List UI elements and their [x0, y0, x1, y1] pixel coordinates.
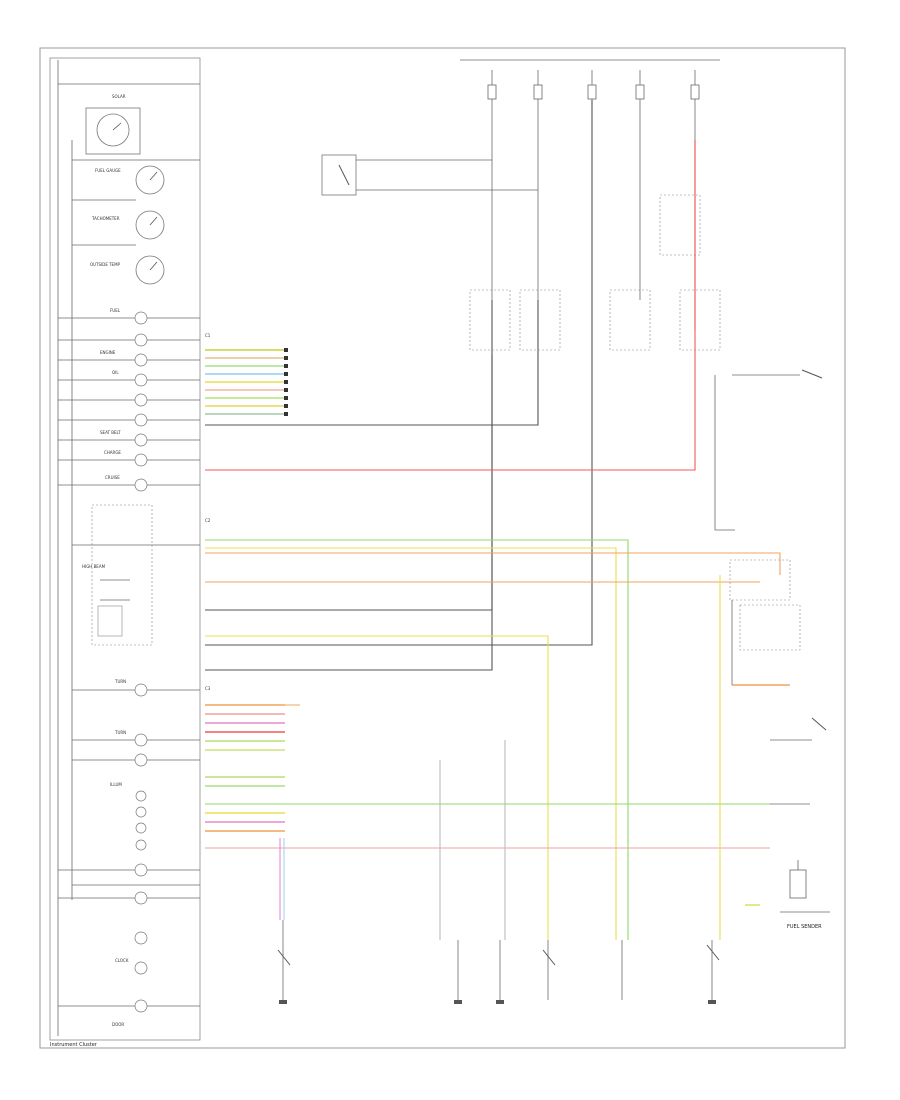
fuel-sender-icon: [789, 869, 807, 899]
fuel-sender-label: FUEL SENDER: [787, 924, 822, 930]
svg-text:FUEL: FUEL: [110, 308, 121, 313]
svg-text:ILLUM: ILLUM: [110, 782, 122, 787]
cluster-connector-pins: C1 C2 C3: [205, 333, 211, 691]
footer-label: Instrument Cluster: [50, 1042, 98, 1048]
svg-text:C2: C2: [205, 518, 211, 523]
svg-text:C1: C1: [205, 333, 211, 338]
wire-harness: [205, 100, 790, 940]
svg-text:DOOR: DOOR: [112, 1022, 124, 1027]
svg-text:TURN: TURN: [114, 679, 126, 684]
svg-text:FUEL GAUGE: FUEL GAUGE: [95, 168, 121, 173]
top-modules: [321, 59, 721, 351]
svg-text:CLOCK: CLOCK: [115, 958, 129, 963]
svg-text:SEAT BELT: SEAT BELT: [100, 430, 121, 435]
svg-text:ENGINE: ENGINE: [100, 350, 116, 355]
svg-text:C3: C3: [205, 686, 211, 691]
svg-text:HIGH BEAM: HIGH BEAM: [82, 564, 106, 569]
svg-text:TURN: TURN: [114, 730, 126, 735]
instrument-cluster: SOLAR FUEL GAUGE TACHOMETER OUTSIDE TEMP…: [49, 57, 201, 1041]
diagram-border: [39, 47, 846, 1049]
svg-text:CHARGE: CHARGE: [104, 450, 121, 455]
svg-text:OUTSIDE TEMP: OUTSIDE TEMP: [90, 262, 121, 267]
svg-text:CRUISE: CRUISE: [105, 475, 120, 480]
bottom-components: [277, 920, 720, 1004]
svg-text:OIL: OIL: [112, 370, 119, 375]
svg-text:TACHOMETER: TACHOMETER: [91, 216, 120, 221]
svg-text:SOLAR: SOLAR: [112, 94, 126, 99]
right-components: [714, 369, 830, 913]
